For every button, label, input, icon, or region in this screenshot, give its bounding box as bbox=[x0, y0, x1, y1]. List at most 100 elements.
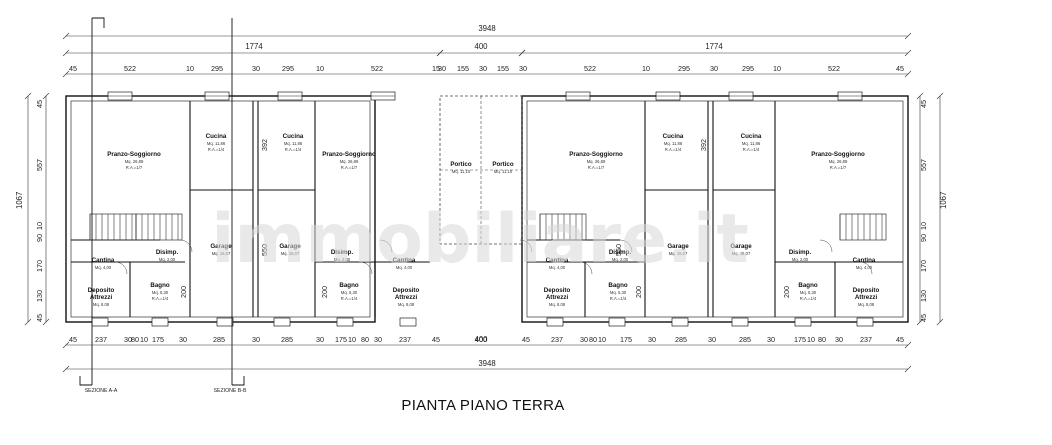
unit3-cucina-label: Cucina bbox=[663, 133, 684, 140]
unit4-disimp-area: Mq. 2,00 bbox=[792, 257, 809, 262]
tick bbox=[62, 32, 70, 40]
tick bbox=[62, 365, 70, 373]
unit1-pranzo-label: Pranzo-Soggiorno bbox=[107, 151, 161, 158]
unit3-disimp-label: Disimp. bbox=[609, 249, 632, 256]
dim-bottom-segment: 30 bbox=[580, 335, 588, 344]
unit2-bagno-ratio: R.A.=1/4 bbox=[341, 296, 358, 301]
dim-inner-bagno-m: 200 bbox=[320, 286, 329, 298]
dim-bottom-segment: 45 bbox=[69, 335, 77, 344]
dim-left-part: 45 bbox=[35, 314, 44, 322]
dim-bottom-segment: 10 bbox=[598, 335, 606, 344]
unit1-bagno-ratio: R.A.=1/4 bbox=[152, 296, 169, 301]
unit2-garage-area: Mq. 15,07 bbox=[281, 251, 300, 256]
dim-bottom-segment: 285 bbox=[281, 335, 293, 344]
unit1-cucina-area: Mq. 11,86 bbox=[207, 141, 226, 146]
dim-left-part: 45 bbox=[35, 100, 44, 108]
dim-top-segment: 10 bbox=[773, 64, 781, 73]
dim-bottom-segment: 10 bbox=[807, 335, 815, 344]
door-swing bbox=[359, 261, 373, 275]
unit2-cantina-label: Cantina bbox=[393, 257, 416, 264]
dim-bottom-segment: 30 bbox=[374, 335, 382, 344]
unit4-pranzo-label: Pranzo-Soggiorno bbox=[811, 151, 865, 158]
stair bbox=[839, 213, 887, 241]
dim-bottom-segment: 30 bbox=[708, 335, 716, 344]
unit3-deposito-label2: Attrezzi bbox=[546, 294, 569, 301]
unit2-cantina-area: Mq. 4,00 bbox=[396, 265, 413, 270]
unit3-pranzo-ratio: R.A.=1/7 bbox=[588, 165, 605, 170]
dim-right-part: 10 bbox=[919, 222, 928, 230]
section-marker-a bbox=[92, 17, 105, 28]
dim-total-bottom: 3948 bbox=[478, 359, 495, 368]
dim-bottom-segment: 30 bbox=[767, 335, 775, 344]
unit1-cantina-area: Mq. 4,00 bbox=[95, 265, 112, 270]
dim-bottom-segment: 45 bbox=[522, 335, 530, 344]
unit4-cucina-ratio: R.A.=1/4 bbox=[743, 147, 760, 152]
dim-right-part: 130 bbox=[919, 290, 928, 302]
dim-bottom-segment: 237 bbox=[95, 335, 107, 344]
unit3-pranzo-area: Mq. 26,89 bbox=[587, 159, 606, 164]
dim-portico-bottom: 400 bbox=[474, 335, 488, 344]
unit1-garage-label: Garage bbox=[210, 243, 232, 250]
dim-bottom-segment: 175 bbox=[152, 335, 164, 344]
unit4-deposito-label2: Attrezzi bbox=[855, 294, 878, 301]
unit1-deposito-area: Mq. 8,08 bbox=[93, 302, 110, 307]
tick bbox=[904, 49, 912, 57]
window bbox=[731, 317, 749, 327]
dim-top-segment: 522 bbox=[371, 64, 383, 73]
unit2-garage-label: Garage bbox=[279, 243, 301, 250]
dim-bottom-segment: 80 bbox=[361, 335, 369, 344]
dim-left-part: 557 bbox=[35, 159, 44, 171]
dim-top-segment: 30 bbox=[710, 64, 718, 73]
dim-right-height: 1067 bbox=[939, 192, 948, 209]
dim-top-segment: 10 bbox=[316, 64, 324, 73]
unit1-bagno-area: Mq. 5,30 bbox=[152, 290, 169, 295]
unit4-garage-label: Garage bbox=[730, 243, 752, 250]
unit2-cucina-label: Cucina bbox=[283, 133, 304, 140]
unit2-deposito-label2: Attrezzi bbox=[395, 294, 418, 301]
unit2-cucina-ratio: R.A.=1/4 bbox=[285, 147, 302, 152]
dim-bottom-segment: 285 bbox=[675, 335, 687, 344]
window bbox=[336, 317, 354, 327]
tick bbox=[916, 318, 924, 326]
dim-total-top: 3948 bbox=[478, 24, 495, 33]
unit3-bagno-label: Bagno bbox=[608, 282, 627, 289]
unit4-deposito-area: Mq. 8,08 bbox=[858, 302, 875, 307]
dim-left-height: 1067 bbox=[15, 192, 24, 209]
dim-bottom-segment: 30 bbox=[179, 335, 187, 344]
dim-right-part: 45 bbox=[919, 100, 928, 108]
tick bbox=[24, 318, 32, 326]
portico-right-label: Portico bbox=[492, 161, 514, 168]
dim-bottom-segment: 10 bbox=[140, 335, 148, 344]
unit4-bagno-ratio: R.A.=1/4 bbox=[800, 296, 817, 301]
unit4-disimp-label: Disimp. bbox=[789, 249, 812, 256]
door-swing bbox=[519, 239, 533, 253]
unit1-disimp-label: Disimp. bbox=[156, 249, 179, 256]
window bbox=[671, 317, 689, 327]
dim-left-part: 90 bbox=[35, 234, 44, 242]
unit3-bagno-area: Mq. 5,30 bbox=[610, 290, 627, 295]
door-swing bbox=[114, 261, 128, 275]
dim-bottom-segment: 80 bbox=[589, 335, 597, 344]
portico-left-label: Portico bbox=[450, 161, 472, 168]
dim-bottom-segment: 80 bbox=[818, 335, 826, 344]
door-swing bbox=[179, 239, 193, 253]
unit1-bagno-label: Bagno bbox=[150, 282, 169, 289]
unit3-pranzo-label: Pranzo-Soggiorno bbox=[569, 151, 623, 158]
dim-right-part: 170 bbox=[919, 260, 928, 272]
unit4-garage-area: Mq. 15,07 bbox=[732, 251, 751, 256]
window bbox=[216, 317, 234, 327]
unit1-cantina-label: Cantina bbox=[92, 257, 115, 264]
dim-bottom-segment: 30 bbox=[316, 335, 324, 344]
window bbox=[608, 317, 626, 327]
unit2-disimp-label: Disimp. bbox=[331, 249, 354, 256]
tick bbox=[62, 49, 70, 57]
window bbox=[151, 317, 169, 327]
unit1-pranzo-ratio: R.A.=1/7 bbox=[126, 165, 143, 170]
unit3-deposito-area: Mq. 8,08 bbox=[549, 302, 566, 307]
dim-inner-bagno-r2: 200 bbox=[782, 286, 791, 298]
unit4-cantina-label: Cantina bbox=[853, 257, 876, 264]
dim-top-segment: 30 bbox=[438, 64, 446, 73]
tick bbox=[904, 341, 912, 349]
unit3-garage-label: Garage bbox=[667, 243, 689, 250]
